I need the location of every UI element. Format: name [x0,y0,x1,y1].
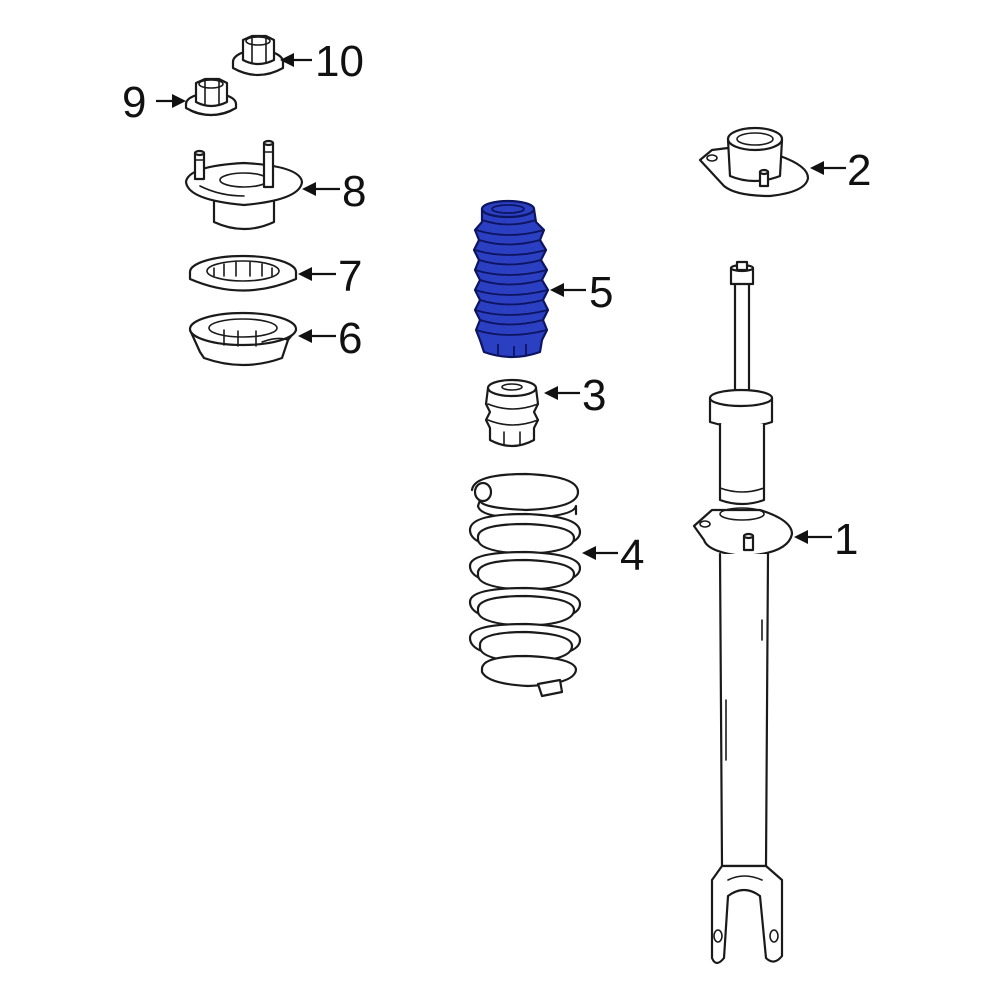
callout-10-label: 10 [315,37,364,86]
part-7-isolator-ring[interactable] [188,254,298,292]
part-9-flange-nut[interactable] [184,77,238,117]
callout-9: 9 [122,78,186,127]
part-3-bump-stop[interactable] [484,378,540,448]
callout-1: 1 [794,515,858,564]
part-10-flange-nut[interactable] [231,34,285,77]
callout-4-label: 4 [620,531,644,580]
callout-7-label: 7 [338,252,362,301]
part-2-upper-mount[interactable] [698,126,810,198]
part-6-spring-seat[interactable] [188,311,298,367]
callout-2-label: 2 [847,146,871,195]
callout-8: 8 [302,167,366,216]
callout-5: 5 [550,268,613,317]
callout-5-label: 5 [589,268,613,317]
callout-2: 2 [810,146,871,195]
callout-3-label: 3 [582,371,606,420]
callout-3: 3 [544,371,606,420]
callout-9-label: 9 [122,78,146,127]
callout-8-label: 8 [342,167,366,216]
part-5-dust-boot[interactable] [472,199,550,359]
callout-6-label: 6 [338,314,362,363]
callout-4: 4 [582,531,644,580]
part-8-strut-mount[interactable] [184,139,304,231]
callout-7: 7 [298,252,362,301]
callout-10: 10 [280,37,364,86]
part-4-coil-spring[interactable] [468,472,582,698]
callout-1-label: 1 [834,515,858,564]
callout-6: 6 [298,314,362,363]
part-1-strut-assembly[interactable] [692,260,794,965]
